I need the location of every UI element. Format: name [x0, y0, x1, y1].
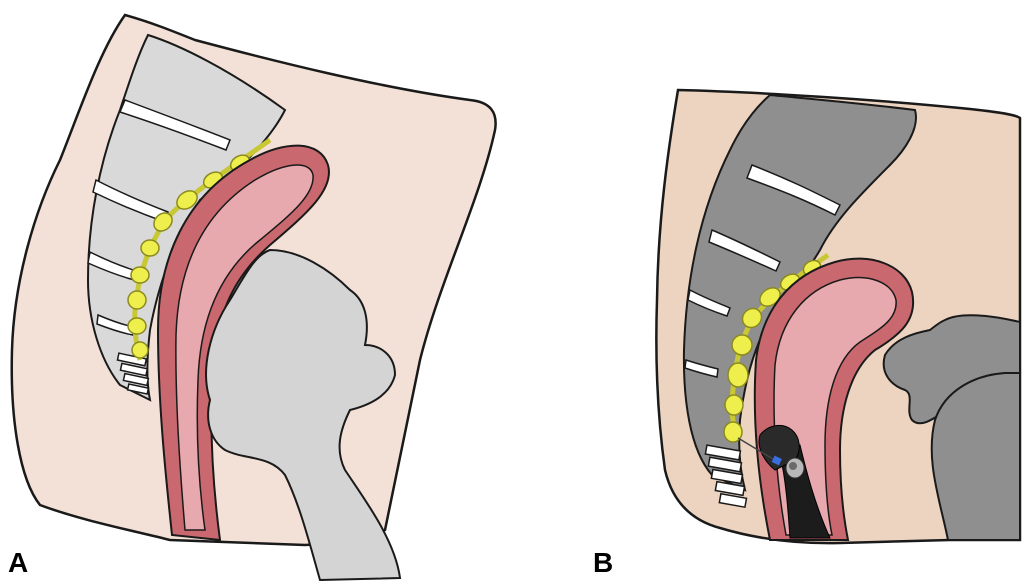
panel-label-b: B: [593, 549, 613, 577]
panel-a: [12, 15, 496, 580]
panel-label-a: A: [8, 549, 28, 577]
panel-b: [656, 90, 1020, 543]
